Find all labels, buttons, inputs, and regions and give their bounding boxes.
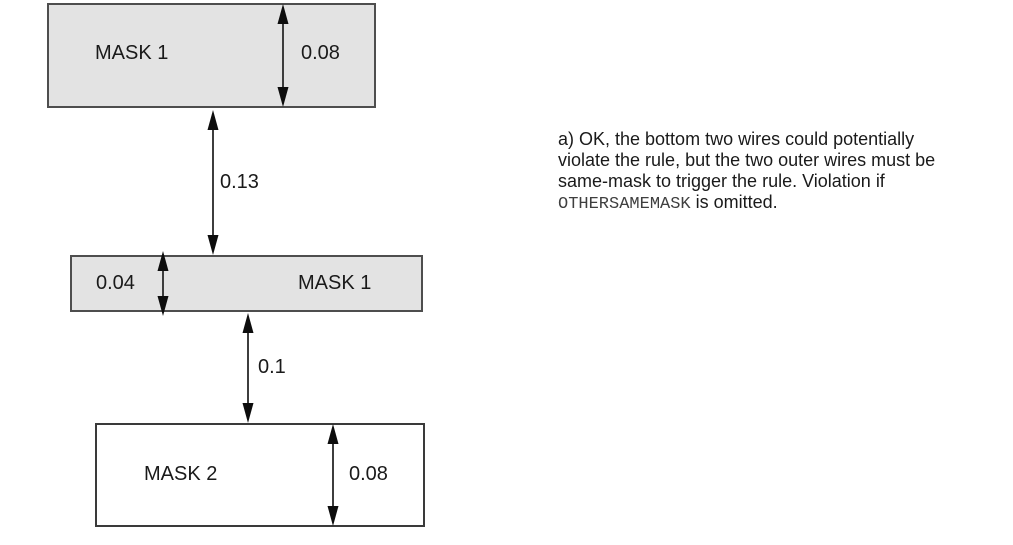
mask1-top-wire-label: MASK 1: [95, 42, 169, 64]
top-middle-spacing-arrow-icon: [207, 110, 219, 255]
top-wire-thickness-value: 0.08: [301, 42, 340, 64]
top-middle-spacing-value: 0.13: [220, 171, 259, 193]
caption-text-block: a) OK, the bottom two wires could potent…: [558, 129, 1013, 215]
caption-line-2: violate the rule, but the two outer wire…: [558, 150, 936, 170]
top-wire-thickness-arrow-icon: [277, 4, 289, 107]
othersamemask-keyword: OTHERSAMEMASK: [558, 195, 691, 214]
mask2-bottom-wire-rect: [95, 423, 425, 527]
middle-wire-thickness-value: 0.04: [96, 272, 135, 294]
middle-wire-thickness-arrow-icon: [157, 251, 169, 316]
caption-line-1: a) OK, the bottom two wires could potent…: [558, 129, 915, 149]
caption-line-3: same-mask to trigger the rule. Violation…: [558, 171, 885, 191]
mask1-middle-wire-rect: [70, 255, 423, 312]
caption-line-4: OTHERSAMEMASK is omitted.: [558, 192, 1013, 215]
middle-bottom-spacing-arrow-icon: [242, 313, 254, 423]
caption-line-4-suffix: is omitted.: [690, 192, 778, 212]
bottom-wire-thickness-arrow-icon: [327, 424, 339, 526]
mask1-top-wire-rect: [47, 3, 376, 108]
middle-bottom-spacing-value: 0.1: [258, 356, 286, 378]
mask2-bottom-wire-label: MASK 2: [144, 463, 218, 485]
bottom-wire-thickness-value: 0.08: [349, 463, 388, 485]
mask1-middle-wire-label: MASK 1: [298, 272, 372, 294]
